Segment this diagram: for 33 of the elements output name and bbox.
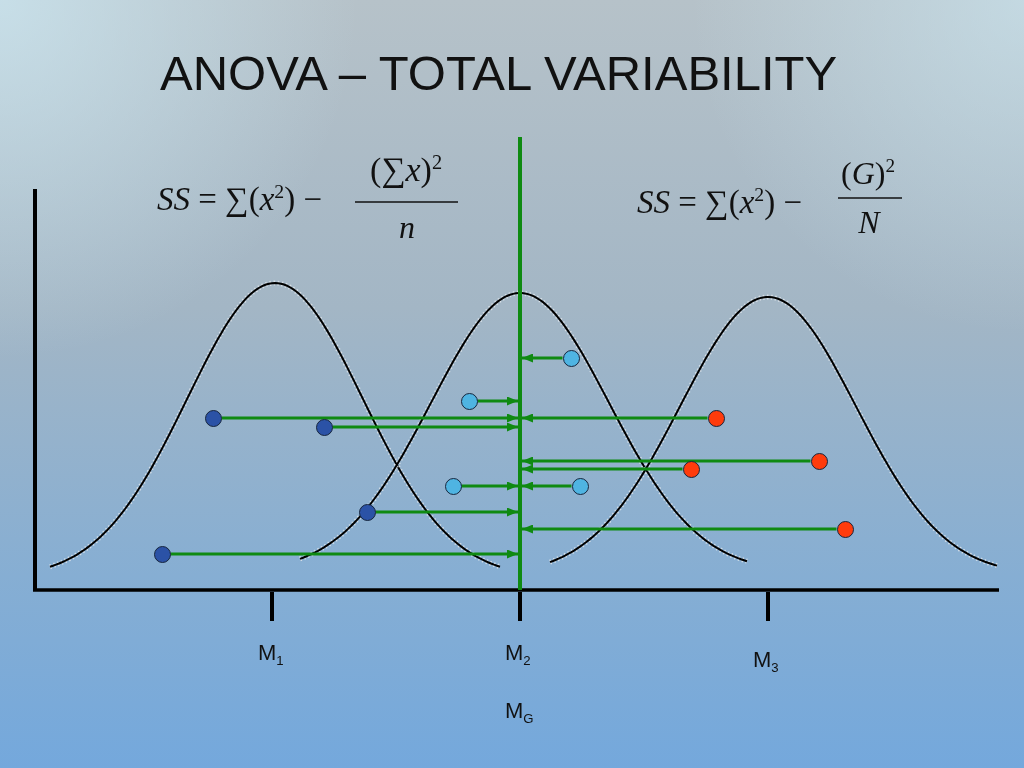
data-point [204, 409, 222, 427]
formula-text: SS = ∑(x$^{2}$) − [157, 183, 323, 216]
data-point [836, 520, 854, 538]
data-point [571, 477, 589, 495]
arrow [522, 456, 811, 466]
formula-denominator: N [858, 206, 880, 238]
data-point [707, 409, 725, 427]
data-point [460, 392, 478, 410]
arrow [375, 507, 518, 517]
arrow [170, 549, 518, 559]
data-point [153, 545, 171, 563]
formula-denominator: n [399, 211, 415, 243]
arrow [477, 396, 518, 406]
data-point [444, 477, 462, 495]
axis-tick-label: M$_{2}$ [505, 642, 531, 664]
arrow [522, 481, 572, 491]
data-point [810, 452, 828, 470]
data-point [358, 503, 376, 521]
data-point [562, 349, 580, 367]
arrow [522, 353, 563, 363]
axis-tick-label: M$_{3}$ [753, 649, 779, 671]
axis-tick-label: M$_{1}$ [258, 642, 284, 664]
arrow [332, 422, 518, 432]
arrow [461, 481, 518, 491]
arrow [522, 524, 837, 534]
arrow [522, 413, 708, 423]
slide-title: ANOVA – TOTAL VARIABILITY [160, 49, 838, 98]
formula-numerator: (G)$^{2}$ [841, 157, 895, 189]
formula-numerator: (∑x)$^{2}$ [369, 153, 443, 187]
formula-text: SS = ∑(x$^{2}$) − [637, 186, 803, 219]
arrow [522, 464, 683, 474]
axis-tick-label: M$_{G}$ [505, 700, 534, 722]
arrow [221, 413, 518, 423]
